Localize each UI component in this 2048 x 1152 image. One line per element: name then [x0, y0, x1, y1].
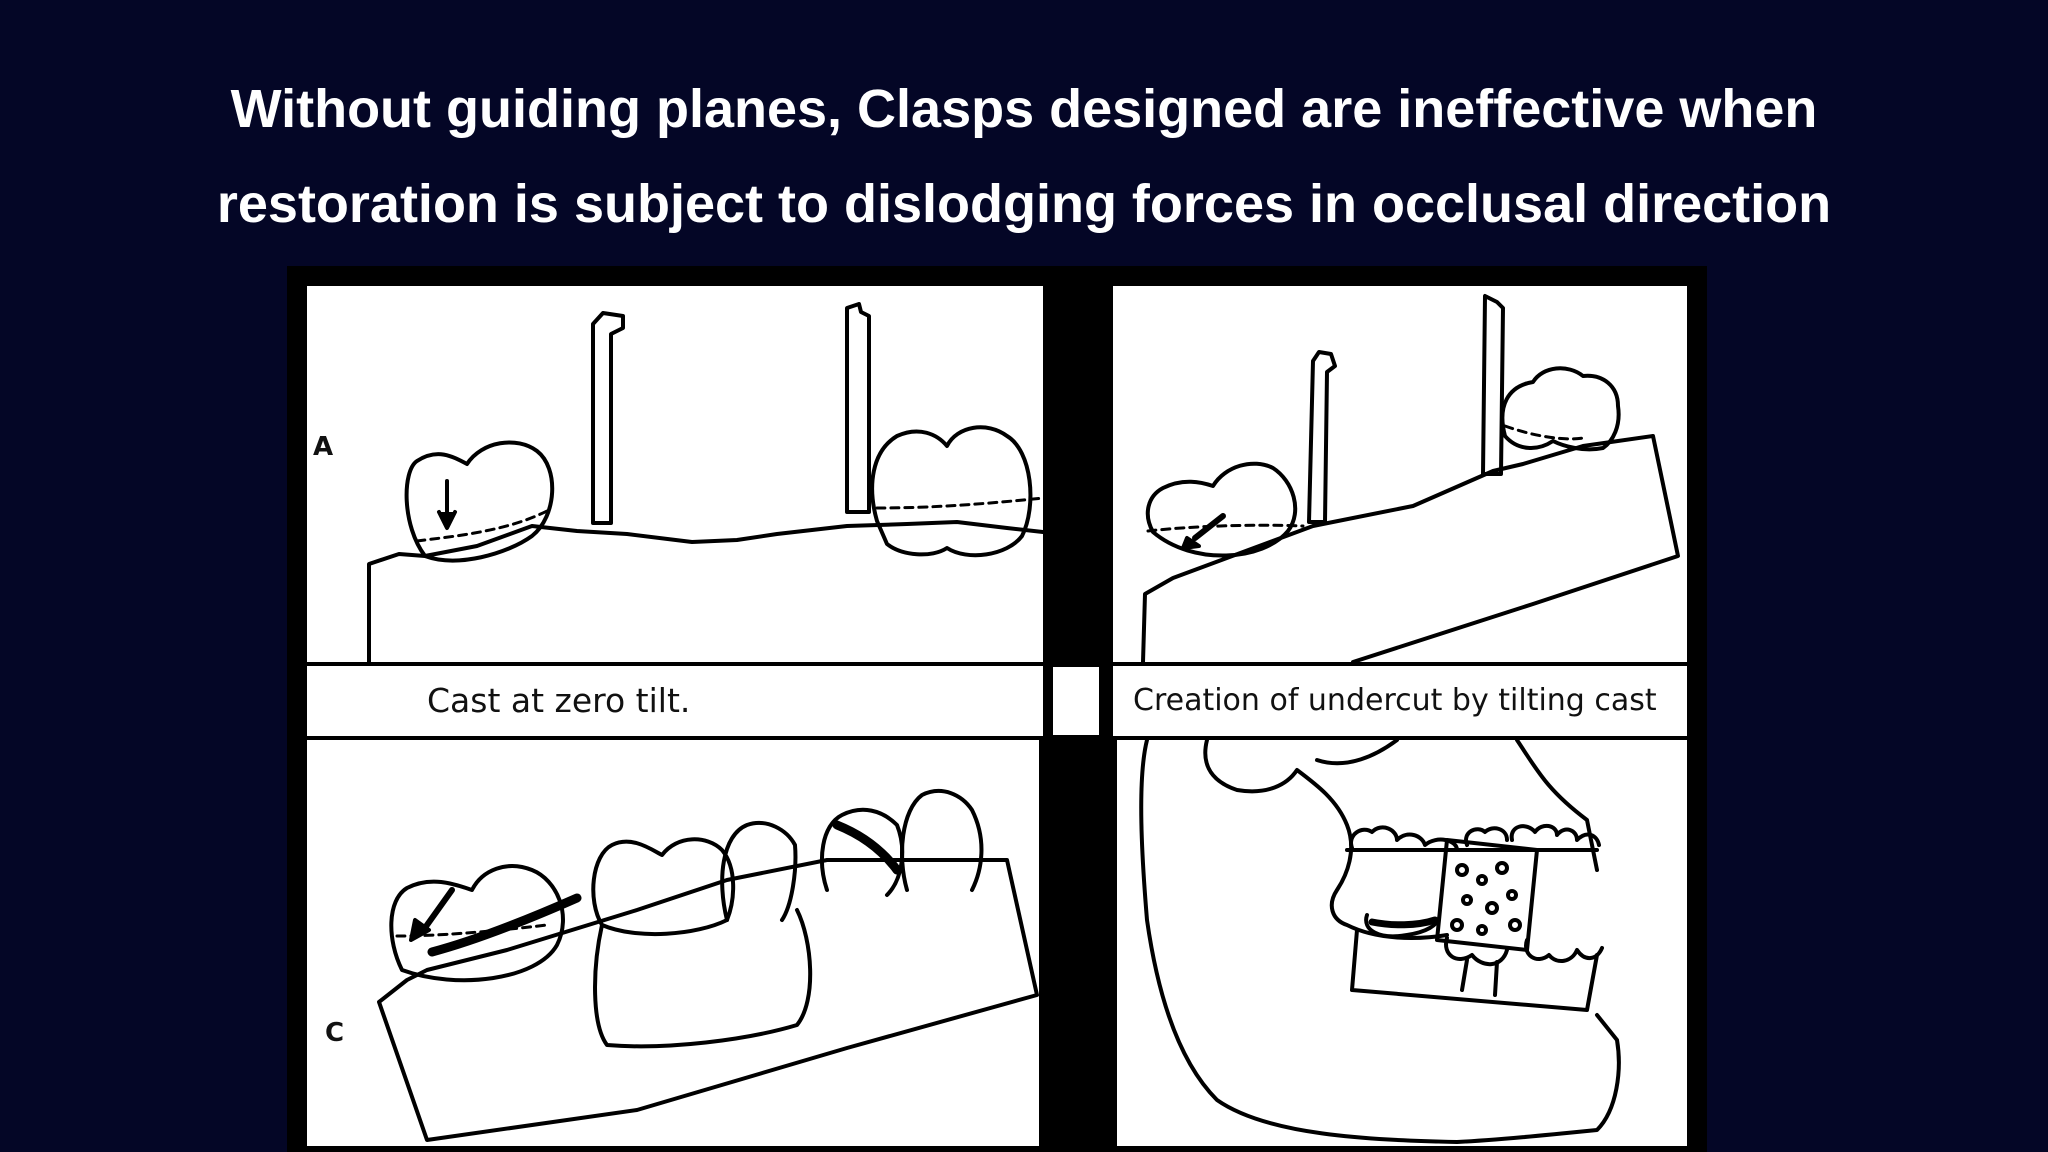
panel-d-drawing — [1139, 740, 1621, 1144]
panel-c-drawing — [377, 789, 1039, 1142]
caption-tilted-cast: Creation of undercut by tilting cast — [1113, 663, 1687, 739]
caption-zero-tilt: Cast at zero tilt. — [307, 663, 1043, 739]
panel-c-letter: C — [325, 1018, 345, 1048]
panel-a-zero-tilt: A — [307, 286, 1043, 662]
panel-a-drawing — [367, 302, 1043, 662]
caption-separator — [1053, 667, 1099, 735]
panel-c-tilted-cast: C — [307, 740, 1039, 1146]
dental-cast-figure: A Cast at zero tilt. — [287, 266, 1707, 1152]
panel-d-skull-illustration — [1117, 740, 1687, 1146]
title-line-1: Without guiding planes, Clasps designed … — [230, 79, 1818, 139]
slide-title: Without guiding planes, Clasps designed … — [0, 62, 2048, 252]
caption-tilted-cast-text: Creation of undercut by tilting cast — [1133, 683, 1657, 718]
panel-b-tilted-cast — [1113, 286, 1687, 662]
caption-zero-tilt-text: Cast at zero tilt. — [427, 681, 691, 720]
panel-b-drawing — [1141, 294, 1680, 662]
title-line-2: restoration is subject to dislodging for… — [216, 174, 1832, 234]
panel-a-letter: A — [313, 432, 334, 462]
